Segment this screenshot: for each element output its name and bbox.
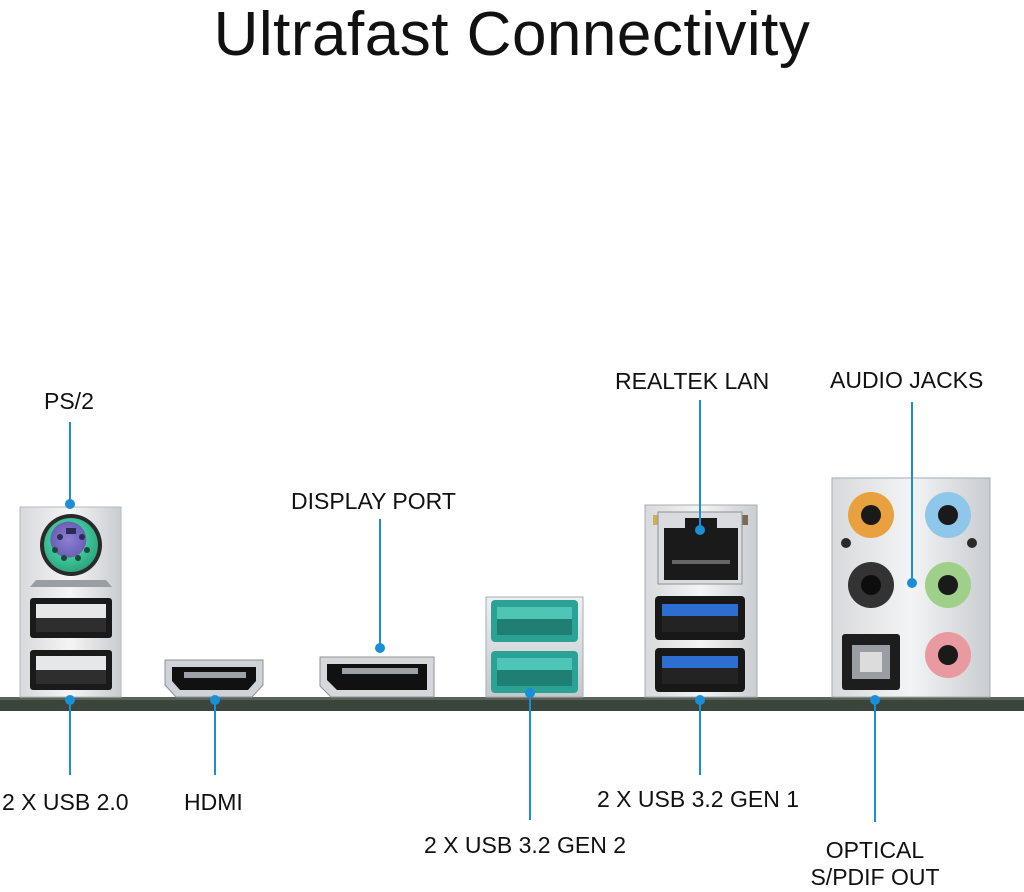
audio-jack-green <box>925 562 971 608</box>
audio-jack-orange <box>848 492 894 538</box>
callout-lines <box>65 400 917 822</box>
hdmi-port <box>164 659 264 698</box>
callout-dot-displayport <box>375 643 385 653</box>
label-optical-line2: S/PDIF OUT <box>810 864 940 890</box>
displayport-port <box>319 656 435 698</box>
audio-jack-blue <box>925 492 971 538</box>
callout-dot-hdmi <box>210 695 220 705</box>
callout-dot-lan <box>695 525 705 535</box>
callout-dot-optical <box>870 695 880 705</box>
usb32gen1-port-bottom <box>655 648 745 692</box>
label-displayport: DISPLAY PORT <box>291 488 456 514</box>
label-realtek-lan: REALTEK LAN <box>615 368 770 394</box>
label-optical-line1: OPTICAL <box>825 837 925 863</box>
label-usb32gen1: 2 X USB 3.2 GEN 1 <box>597 786 799 812</box>
callout-dot-usb32gen1 <box>695 695 705 705</box>
optical-port <box>842 634 900 690</box>
label-audio-jacks: AUDIO JACKS <box>830 367 984 393</box>
usb32gen1-port-top <box>655 596 745 640</box>
audio-jack-pink <box>925 632 971 678</box>
audio-jack-black <box>848 562 894 608</box>
label-usb32gen2: 2 X USB 3.2 GEN 2 <box>424 832 626 858</box>
callout-dot-usb32gen2 <box>525 688 535 698</box>
usb32gen2-ports <box>485 596 584 698</box>
label-ps2: PS/2 <box>44 388 94 414</box>
callout-dot-usb20 <box>65 695 75 705</box>
ps2-usb20-bracket <box>19 506 122 698</box>
usb20-port-top <box>30 598 112 638</box>
usb20-port-bottom <box>30 650 112 690</box>
motherboard-edge <box>0 697 1024 711</box>
callout-dot-audio <box>907 578 917 588</box>
callout-dot-ps2 <box>65 499 75 509</box>
lan-usb32gen1-bracket <box>644 504 758 698</box>
page-title: Ultrafast Connectivity <box>213 0 811 69</box>
label-hdmi: HDMI <box>184 789 243 815</box>
label-usb20: 2 X USB 2.0 <box>2 789 129 815</box>
